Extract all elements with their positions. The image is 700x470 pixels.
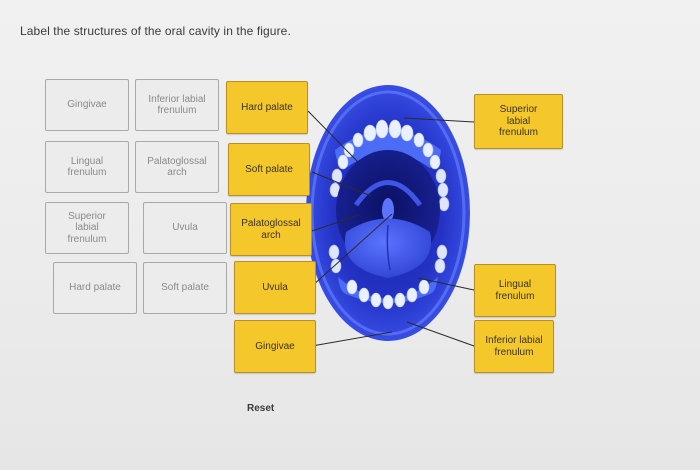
leader-superior-labial-frenulum <box>403 117 475 123</box>
leader-lingual-frenulum <box>417 277 475 291</box>
leader-hard-palate <box>307 110 359 163</box>
drop-zone-gingivae[interactable]: Gingivae <box>234 320 316 373</box>
reset-button[interactable]: Reset <box>247 403 275 414</box>
question-text: Label the structures of the oral cavity … <box>20 24 291 38</box>
drop-zone-lingual-frenulum[interactable]: Lingual frenulum <box>474 264 556 317</box>
leader-gingivae <box>311 331 393 347</box>
bank-tile-gingivae[interactable]: Gingivae <box>45 79 129 131</box>
drop-zone-superior-labial-frenulum[interactable]: Superior labial frenulum <box>474 94 563 149</box>
leader-lines <box>307 110 475 347</box>
drop-zone-palatoglossal-arch[interactable]: Palatoglossal arch <box>230 203 312 256</box>
bank-tile-soft-palate[interactable]: Soft palate <box>143 262 227 314</box>
drop-zone-soft-palate[interactable]: Soft palate <box>228 143 310 196</box>
lower-teeth <box>346 279 430 310</box>
leader-inferior-labial-frenulum <box>406 321 475 347</box>
drop-zone-hard-palate[interactable]: Hard palate <box>226 81 308 134</box>
bank-tile-lingual-frenulum[interactable]: Lingual frenulum <box>45 141 129 193</box>
bank-tile-uvula[interactable]: Uvula <box>143 202 227 254</box>
bank-tile-palatoglossal-arch[interactable]: Palatoglossal arch <box>135 141 219 193</box>
leader-uvula <box>311 213 393 287</box>
bank-tile-inferior-labial-frenulum[interactable]: Inferior labial frenulum <box>135 79 219 131</box>
bank-tile-hard-palate[interactable]: Hard palate <box>53 262 137 314</box>
lip-highlight <box>310 90 466 336</box>
leader-palatoglossal-arch <box>311 214 360 232</box>
leader-soft-palate <box>311 171 372 197</box>
bank-tile-superior-labial-frenulum[interactable]: Superior labial frenulum <box>45 202 129 254</box>
drop-zone-inferior-labial-frenulum[interactable]: Inferior labial frenulum <box>474 320 554 373</box>
upper-teeth <box>337 119 441 170</box>
tongue-midline <box>386 224 391 271</box>
uvula-shape <box>382 198 394 222</box>
drop-zone-uvula[interactable]: Uvula <box>234 261 316 314</box>
palatoglossal-arch-shape <box>353 180 423 207</box>
side-teeth <box>328 168 450 274</box>
